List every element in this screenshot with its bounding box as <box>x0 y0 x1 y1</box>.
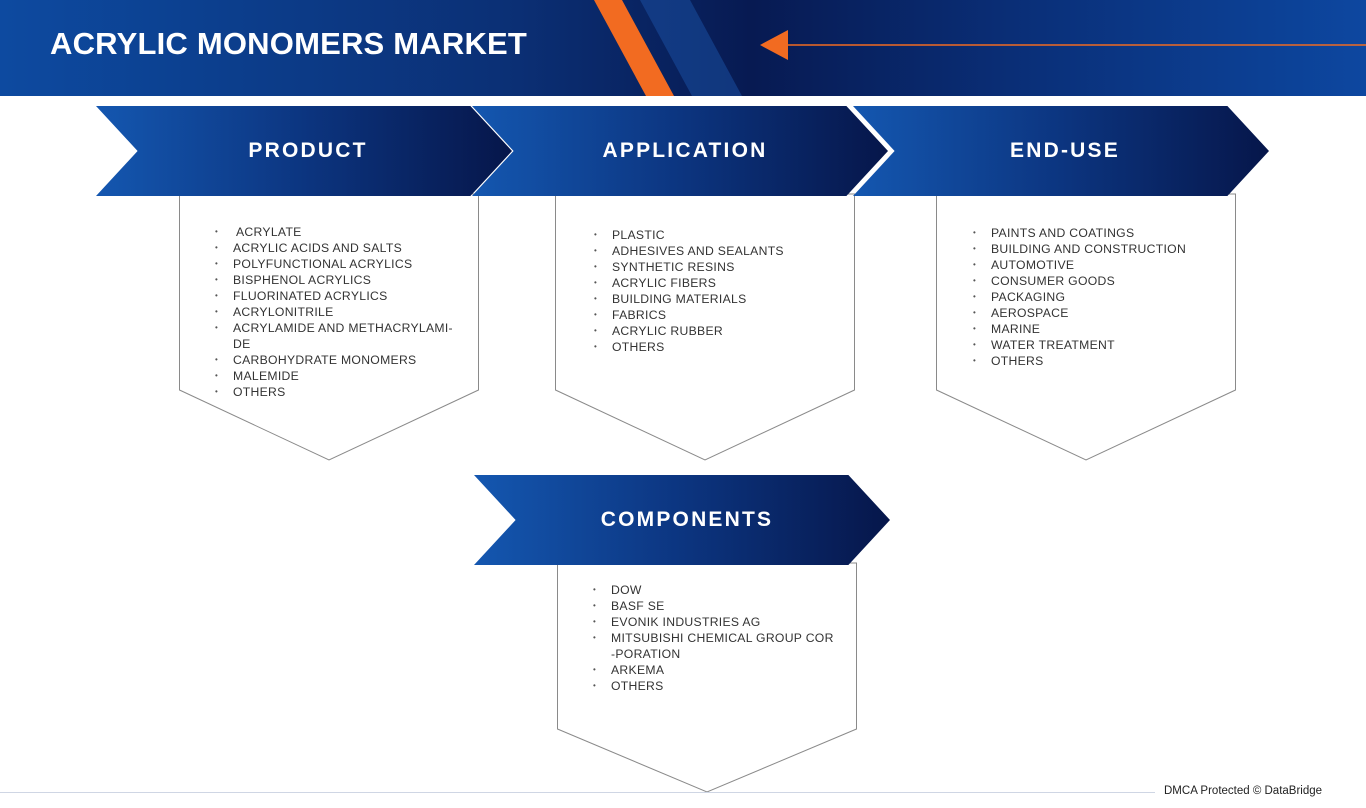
list-item: SYNTHETIC RESINS <box>594 259 834 275</box>
list-item: ACRYLIC ACIDS AND SALTS <box>215 240 465 256</box>
list-item: MITSUBISHI CHEMICAL GROUP COR-PORATION <box>593 630 837 662</box>
header-banner: ACRYLIC MONOMERS MARKET <box>0 0 1366 96</box>
list-item: MALEMIDE <box>215 368 465 384</box>
list-item: OTHERS <box>215 384 465 400</box>
components-list: DOW BASF SE EVONIK INDUSTRIES AG MITSUBI… <box>593 582 843 694</box>
end-use-list: PAINTS AND COATINGS BUILDING AND CONSTRU… <box>973 225 1223 369</box>
end-use-label: END-USE <box>1010 139 1120 162</box>
components-label: COMPONENTS <box>600 508 774 531</box>
list-item: OTHERS <box>594 339 834 355</box>
list-item: POLYFUNCTIONAL ACRYLICS <box>215 256 465 272</box>
list-item: FABRICS <box>594 307 834 323</box>
list-item: CONSUMER GOODS <box>973 273 1223 289</box>
orange-stripe <box>594 0 674 96</box>
list-item: ACRYLAMIDE AND METHACRYLAMI-DE <box>215 320 455 352</box>
list-item: AEROSPACE <box>973 305 1223 321</box>
list-item: AUTOMOTIVE <box>973 257 1223 273</box>
list-item: ACRYLIC RUBBER <box>594 323 834 339</box>
list-item: ACRYLONITRILE <box>215 304 465 320</box>
application-label: APPLICATION <box>602 139 768 162</box>
list-item: BUILDING MATERIALS <box>594 291 834 307</box>
footer-copyright: DMCA Protected © DataBridge <box>1164 785 1323 797</box>
list-item: DOW <box>593 582 843 598</box>
blue-stripe <box>640 0 742 96</box>
list-item: PAINTS AND COATINGS <box>973 225 1223 241</box>
product-label: PRODUCT <box>248 139 368 162</box>
list-item: ACRYLIC FIBERS <box>594 275 834 291</box>
product-list: ACRYLATE ACRYLIC ACIDS AND SALTS POLYFUN… <box>215 224 465 400</box>
list-item: PLASTIC <box>594 227 834 243</box>
list-item: OTHERS <box>973 353 1223 369</box>
list-item: ADHESIVES AND SEALANTS <box>594 243 834 259</box>
list-item: PACKAGING <box>973 289 1223 305</box>
list-item: OTHERS <box>593 678 843 694</box>
product-chevron <box>96 106 512 196</box>
end-use-chevron <box>853 106 1269 196</box>
list-item: BASF SE <box>593 598 843 614</box>
application-chevron <box>472 106 888 196</box>
list-item: ACRYLATE <box>215 224 465 240</box>
components-chevron <box>474 475 890 565</box>
page-title: ACRYLIC MONOMERS MARKET <box>50 26 528 61</box>
application-list: PLASTIC ADHESIVES AND SEALANTS SYNTHETIC… <box>594 227 834 355</box>
header-decoration <box>594 0 1366 96</box>
arrow-left-icon <box>760 30 788 60</box>
list-item: WATER TREATMENT <box>973 337 1223 353</box>
footer-divider <box>0 792 1155 793</box>
list-item: CARBOHYDRATE MONOMERS <box>215 352 465 368</box>
list-item: EVONIK INDUSTRIES AG <box>593 614 843 630</box>
list-item: FLUORINATED ACRYLICS <box>215 288 465 304</box>
list-item: BISPHENOL ACRYLICS <box>215 272 465 288</box>
list-item: BUILDING AND CONSTRUCTION <box>973 241 1223 257</box>
list-item: MARINE <box>973 321 1223 337</box>
list-item: ARKEMA <box>593 662 843 678</box>
